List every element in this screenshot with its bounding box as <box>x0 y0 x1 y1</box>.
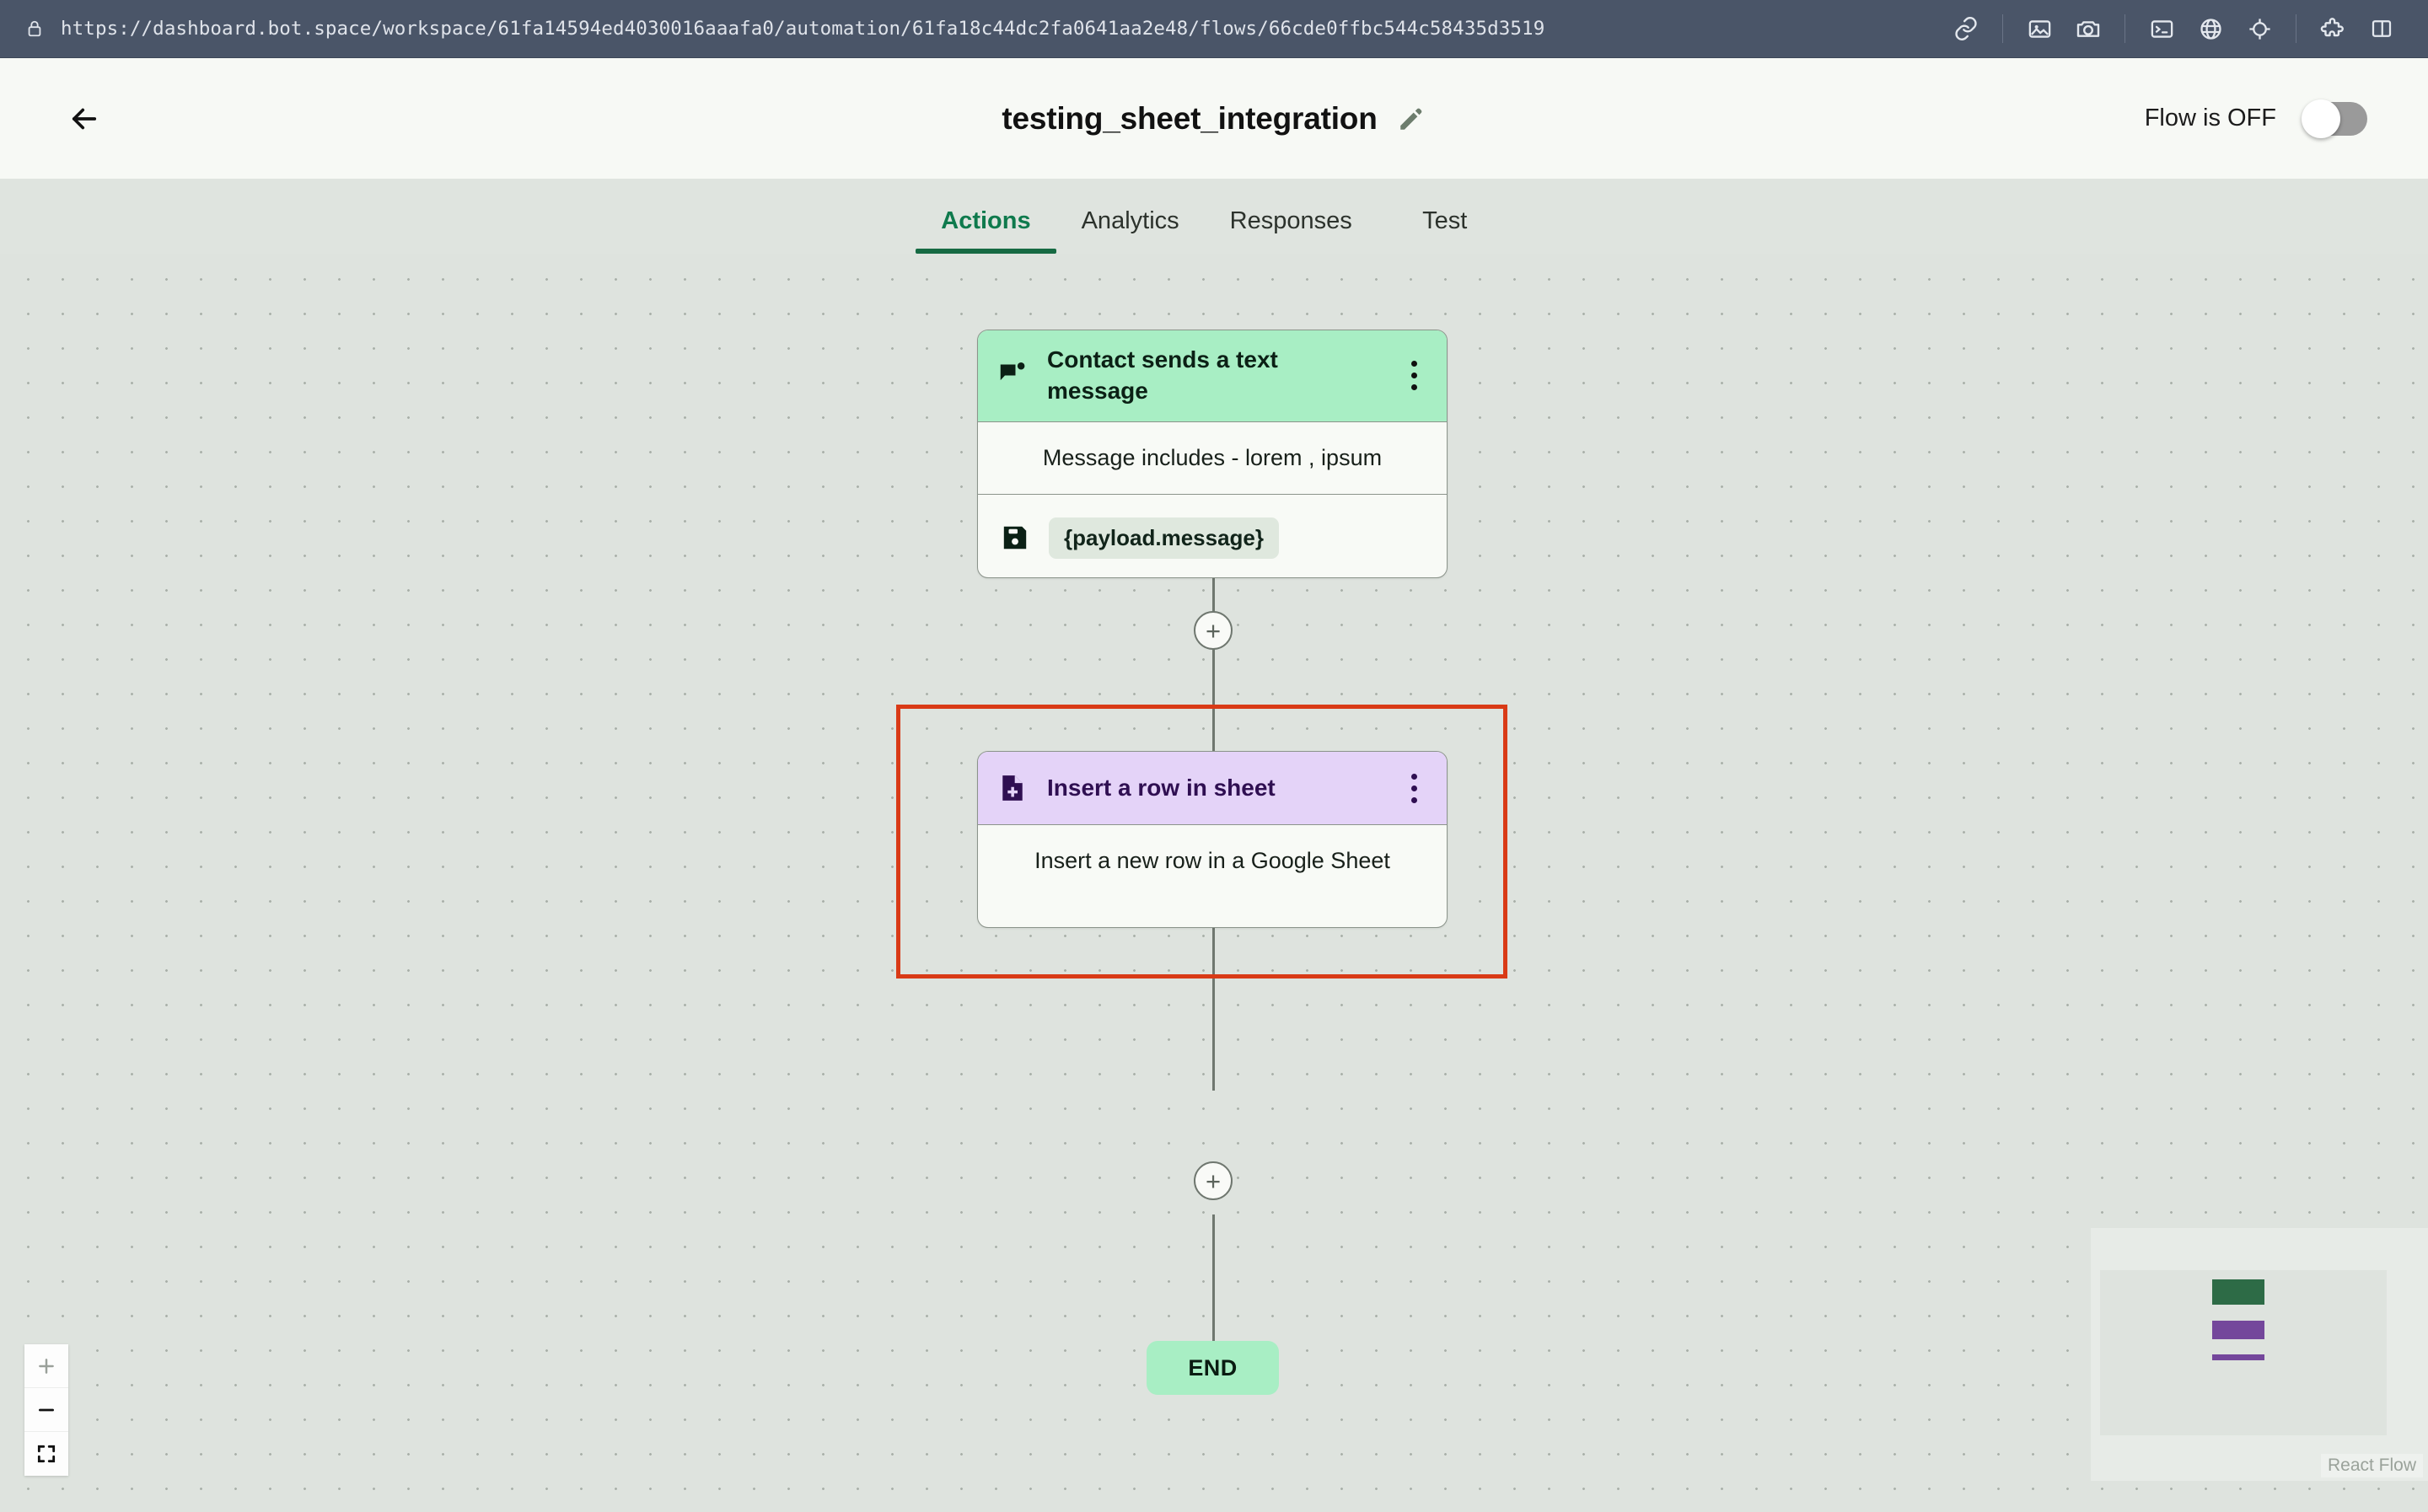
tab-analytics[interactable]: Analytics <box>1081 207 1179 234</box>
lock-icon <box>25 18 44 40</box>
minimap-node-end <box>2212 1354 2264 1360</box>
message-flag-icon <box>996 360 1029 392</box>
globe-icon[interactable] <box>2186 9 2235 48</box>
minimap[interactable]: React Flow <box>2091 1228 2428 1481</box>
pencil-icon[interactable] <box>1396 104 1426 134</box>
minimap-node-trigger <box>2212 1279 2264 1305</box>
edge-plus-to-end <box>1212 1214 1215 1341</box>
flow-enable-toggle[interactable] <box>2302 99 2367 138</box>
tab-test[interactable]: Test <box>1422 207 1468 234</box>
document-plus-icon <box>996 772 1029 804</box>
node-title: Insert a row in sheet <box>1047 774 1276 801</box>
back-button[interactable] <box>57 92 111 146</box>
minimap-node-action <box>2212 1321 2264 1339</box>
node-title: Contact sends a text message <box>1047 346 1278 404</box>
browser-toolbar-icons <box>1942 9 2406 48</box>
node-condition-row: Message includes - lorem , ipsum <box>978 421 1447 494</box>
browser-toolbar: https://dashboard.bot.space/workspace/61… <box>0 0 2428 58</box>
zoom-in-button[interactable] <box>24 1344 68 1388</box>
url-text[interactable]: https://dashboard.bot.space/workspace/61… <box>61 18 1545 40</box>
flow-toggle-group: Flow is OFF <box>2144 99 2367 138</box>
tab-responses[interactable]: Responses <box>1229 207 1352 234</box>
tabs: Actions Analytics Responses Test <box>916 207 1512 254</box>
tab-actions[interactable]: Actions <box>916 207 1056 254</box>
save-icon <box>1000 523 1030 553</box>
camera-icon[interactable] <box>2064 9 2113 48</box>
toolbar-divider <box>2002 14 2003 43</box>
split-panel-icon[interactable] <box>2357 9 2406 48</box>
node-description-row: Insert a new row in a Google Sheet <box>978 824 1447 897</box>
node-header: Insert a row in sheet <box>978 752 1447 824</box>
flow-status-label: Flow is OFF <box>2144 105 2276 131</box>
react-flow-attribution[interactable]: React Flow <box>2320 1454 2423 1477</box>
node-header: Contact sends a text message <box>978 330 1447 421</box>
tabs-bar: Actions Analytics Responses Test <box>0 179 2428 254</box>
node-description-text: Insert a new row in a Google Sheet <box>1034 848 1390 873</box>
image-icon[interactable] <box>2015 9 2064 48</box>
toolbar-divider <box>2124 14 2125 43</box>
add-step-button-2[interactable]: + <box>1194 1161 1233 1200</box>
zoom-out-button[interactable] <box>24 1388 68 1432</box>
kebab-menu-icon[interactable] <box>1399 357 1428 395</box>
zoom-controls <box>24 1344 68 1476</box>
toggle-knob <box>2302 99 2340 138</box>
edge-action-to-end <box>1212 928 1215 1091</box>
header-title-group: testing_sheet_integration <box>0 101 2428 137</box>
flow-canvas[interactable]: Contact sends a text message Message inc… <box>0 254 2428 1512</box>
crosshair-icon[interactable] <box>2235 9 2284 48</box>
kebab-menu-icon[interactable] <box>1399 769 1428 807</box>
fit-view-button[interactable] <box>24 1432 68 1476</box>
flow-node-trigger[interactable]: Contact sends a text message Message inc… <box>977 330 1448 578</box>
flow-node-action[interactable]: Insert a row in sheet Insert a new row i… <box>977 751 1448 928</box>
link-icon[interactable] <box>1942 9 1990 48</box>
node-condition-text: Message includes - lorem , ipsum <box>1042 444 1383 470</box>
page-title: testing_sheet_integration <box>1002 100 1378 136</box>
add-step-button-1[interactable]: + <box>1194 611 1233 650</box>
node-variable-row: {payload.message} <box>978 493 1447 577</box>
flow-node-end[interactable]: END <box>1147 1341 1279 1395</box>
terminal-icon[interactable] <box>2137 9 2186 48</box>
node-selection-outline <box>896 705 1507 979</box>
app-header: testing_sheet_integration Flow is OFF <box>0 58 2428 179</box>
payload-variable-chip[interactable]: {payload.message} <box>1049 517 1280 559</box>
puzzle-icon[interactable] <box>2308 9 2357 48</box>
